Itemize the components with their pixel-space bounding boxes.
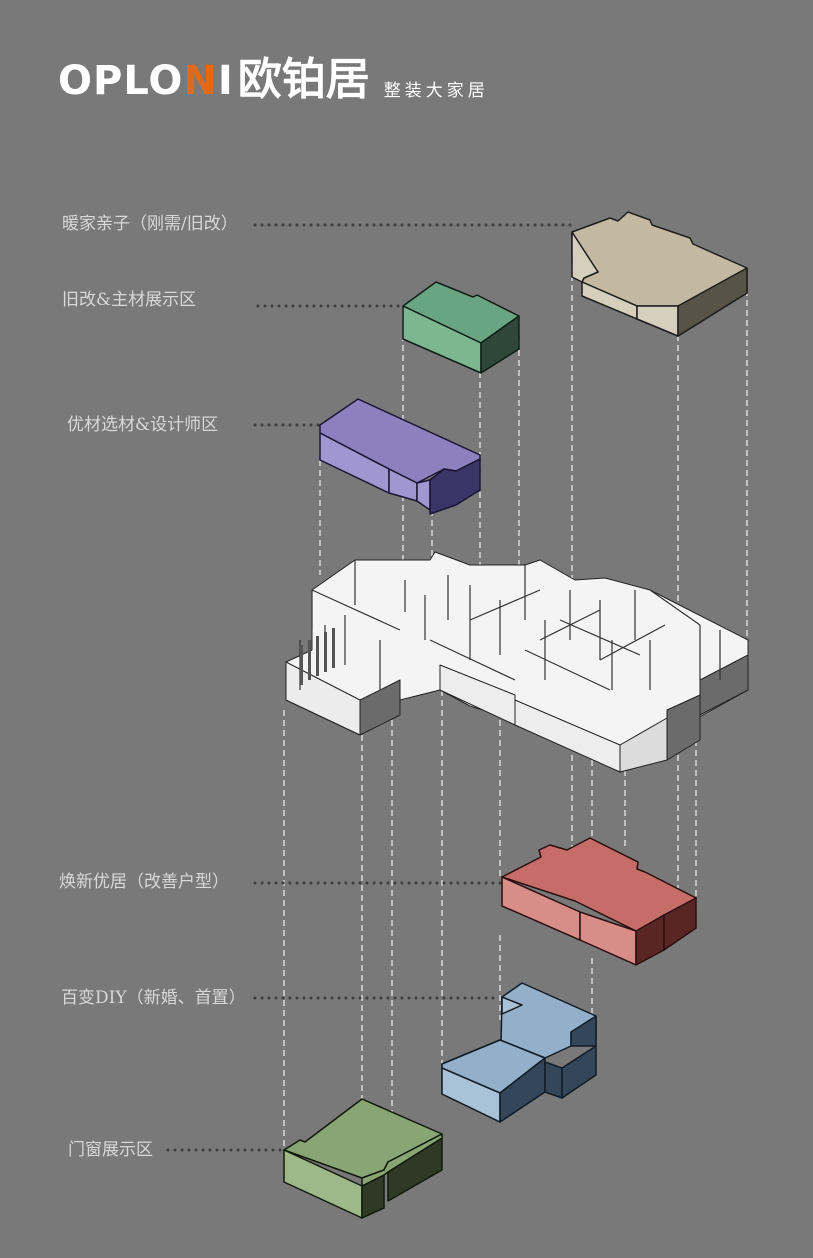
zone-block-warm-family	[571, 211, 748, 337]
zone-label-renewed-living: 焕新优居（改善户型）	[59, 872, 229, 892]
zone-label-renovation-materials: 旧改&主材展示区	[62, 290, 197, 310]
brand-logo: OPLONI 欧铂居 整装大家居	[58, 52, 489, 105]
zone-label-diy-variety: 百变DIY（新婚、首置）	[61, 988, 246, 1008]
brand-accent-letter: N	[183, 58, 218, 104]
brand-name-en: OPLONI	[58, 58, 234, 104]
zone-label-doors-windows: 门窗展示区	[68, 1140, 153, 1160]
leader-lines	[166, 223, 577, 1152]
zone-block-diy-variety	[441, 982, 597, 1123]
floorplan-model	[285, 551, 749, 773]
brand-name-cn: 欧铂居	[237, 54, 370, 105]
zone-label-warm-family: 暖家亲子（刚需/旧改）	[62, 214, 238, 234]
zone-block-doors-windows	[283, 1098, 443, 1219]
brand-tagline: 整装大家居	[383, 81, 489, 101]
zone-block-renovation-materials	[402, 281, 520, 374]
zone-block-premium-materials-designer	[319, 398, 481, 515]
zone-label-premium-materials-designer: 优材选材&设计师区	[67, 415, 219, 435]
zone-block-renewed-living	[501, 837, 697, 966]
